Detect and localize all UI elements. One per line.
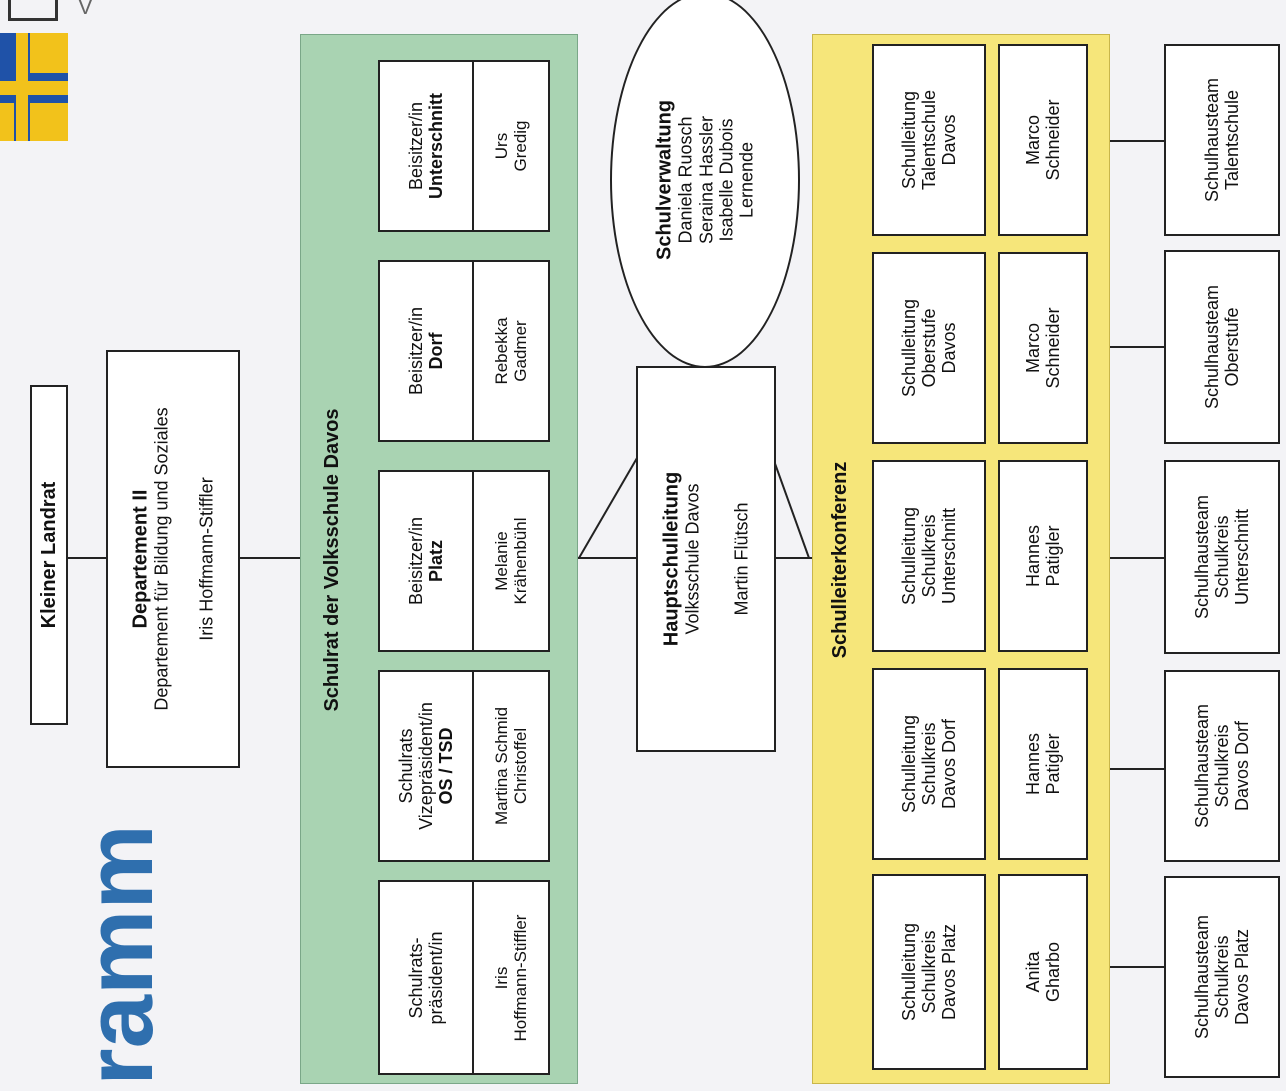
schulverwaltung-title: Schulverwaltung bbox=[653, 99, 676, 261]
schulrat-member-person: Rebekka Gadmer bbox=[491, 317, 530, 385]
connector-line bbox=[238, 557, 300, 559]
konferenz-title-wrap: Schulleiterkonferenz bbox=[814, 100, 866, 1020]
header-fragment: V bbox=[78, 0, 93, 19]
schulleitung-label: Schulleitung Schulkreis Davos Dorf bbox=[898, 714, 960, 814]
title-fragment-wrap: ramm bbox=[60, 820, 180, 1090]
schulhausteam-label: Schulhausteam Schulkreis Davos Dorf bbox=[1191, 703, 1253, 829]
schulleitung-person: Marco Schneider bbox=[1022, 307, 1063, 389]
logo-box-fragment bbox=[8, 0, 58, 21]
schulverwaltung-person: Lernende bbox=[736, 141, 757, 219]
schulleitung-person-box: Hannes Patigler bbox=[998, 668, 1088, 860]
schulhausteam-box: Schulhausteam Schulkreis Davos Platz bbox=[1164, 876, 1280, 1078]
connector-line bbox=[1110, 966, 1164, 968]
hauptschulleitung-person: Martin Flütsch bbox=[731, 502, 752, 616]
schulleitung-person-box: Hannes Patigler bbox=[998, 460, 1088, 652]
schulhausteam-box: Schulhausteam Schulkreis Unterschnitt bbox=[1164, 460, 1280, 654]
schulleitung-person: Hannes Patigler bbox=[1022, 732, 1063, 796]
schulleitung-label: Schulleitung Oberstufe Davos bbox=[898, 298, 960, 398]
departement-text: Departement II Departement für Bildung u… bbox=[130, 407, 217, 710]
connector-line bbox=[776, 557, 812, 559]
schulleitung-person-box: Marco Schneider bbox=[998, 44, 1088, 236]
landrat-box: Kleiner Landrat bbox=[30, 385, 68, 725]
schulrat-member-role: Beisitzer/in Dorf bbox=[405, 306, 446, 396]
schulverwaltung-ellipse: Schulverwaltung Daniela Ruosch Seraina H… bbox=[610, 0, 800, 368]
schulrat-member-card: Beisitzer/in Dorf Rebekka Gadmer bbox=[378, 260, 550, 442]
schulleitung-person: Anita Gharbo bbox=[1022, 941, 1063, 1003]
schulhausteam-box: Schulhausteam Schulkreis Davos Dorf bbox=[1164, 670, 1280, 862]
flag-cross-vertical bbox=[16, 33, 28, 141]
schulleitung-person-box: Anita Gharbo bbox=[998, 874, 1088, 1070]
schulleitung-box: Schulleitung Schulkreis Unterschnitt bbox=[872, 460, 986, 652]
schulleitung-label: Schulleitung Schulkreis Unterschnitt bbox=[898, 506, 960, 606]
schulverwaltung-text: Schulverwaltung Daniela Ruosch Seraina H… bbox=[653, 100, 756, 260]
schulverwaltung-person: Seraina Hassler bbox=[696, 115, 717, 245]
schulleitung-box: Schulleitung Schulkreis Davos Dorf bbox=[872, 668, 986, 860]
departement-box: Departement II Departement für Bildung u… bbox=[106, 350, 240, 768]
hauptschulleitung-text: Hauptschulleitung Volksschule Davos Mart… bbox=[661, 472, 752, 646]
departement-person: Iris Hoffmann-Stiffler bbox=[196, 477, 217, 641]
schulhausteam-label: Schulhausteam Talentschule bbox=[1201, 77, 1242, 203]
schulrat-member-role: Beisitzer/in Platz bbox=[405, 516, 446, 606]
flag-icon bbox=[0, 33, 68, 141]
schulhausteam-box: Schulhausteam Oberstufe bbox=[1164, 250, 1280, 444]
schulleitung-person-box: Marco Schneider bbox=[998, 252, 1088, 444]
schulleitung-box: Schulleitung Oberstufe Davos bbox=[872, 252, 986, 444]
flag-quarter bbox=[30, 103, 68, 141]
schulleitung-box: Schulleitung Talentschule Davos bbox=[872, 44, 986, 236]
schulverwaltung-person: Isabelle Dubois bbox=[716, 118, 737, 242]
schulrat-member-role: Schulrats- präsident/in bbox=[405, 930, 446, 1025]
page-title-fragment: ramm bbox=[66, 824, 173, 1086]
schulhausteam-label: Schulhausteam Schulkreis Unterschnitt bbox=[1191, 494, 1253, 620]
schulrat-member-card: Schulrats- präsident/in Iris Hoffmann-St… bbox=[378, 880, 550, 1075]
schulrat-member-person: Urs Gredig bbox=[491, 120, 530, 172]
departement-subtitle: Departement für Bildung und Soziales bbox=[152, 407, 173, 711]
connector-line bbox=[578, 557, 636, 559]
schulrat-member-card: Beisitzer/in Platz Melanie Krähenbühl bbox=[378, 470, 550, 652]
hauptschulleitung-subtitle: Volksschule Davos bbox=[683, 483, 704, 635]
schulrat-member-person: Martina Schmid Christoffel bbox=[491, 706, 530, 826]
schulrat-member-person: Iris Hoffmann-Stiffler bbox=[491, 914, 530, 1041]
schulrat-member-card: Schulrats Vizepräsident/in OS / TSD Mart… bbox=[378, 670, 550, 862]
schulleiterkonferenz-title: Schulleiterkonferenz bbox=[828, 461, 851, 659]
flag-cross-horizontal bbox=[0, 81, 68, 95]
schulrat-member-card: Beisitzer/in Unterschnitt Urs Gredig bbox=[378, 60, 550, 232]
schulverwaltung-person: Daniela Ruosch bbox=[675, 116, 696, 244]
connector-line bbox=[1110, 140, 1164, 142]
schulleitung-label: Schulleitung Schulkreis Davos Platz bbox=[898, 922, 960, 1022]
schulrat-title: Schulrat der Volksschule Davos bbox=[320, 408, 343, 712]
flag-quarter bbox=[30, 33, 68, 73]
schulhausteam-box: Schulhausteam Talentschule bbox=[1164, 44, 1280, 236]
flag-quarter bbox=[0, 103, 14, 141]
connector-line bbox=[66, 557, 108, 559]
connector-line bbox=[1110, 346, 1164, 348]
hauptschulleitung-box: Hauptschulleitung Volksschule Davos Mart… bbox=[636, 366, 776, 752]
connector-line bbox=[1110, 557, 1164, 559]
landrat-label: Kleiner Landrat bbox=[37, 481, 60, 629]
schulrat-member-role: Beisitzer/in Unterschnitt bbox=[405, 92, 446, 200]
schulhausteam-label: Schulhausteam Schulkreis Davos Platz bbox=[1191, 914, 1253, 1040]
schulleitung-label: Schulleitung Talentschule Davos bbox=[898, 89, 960, 191]
schulrat-member-role: Schulrats Vizepräsident/in OS / TSD bbox=[395, 702, 457, 830]
schulleitung-person: Hannes Patigler bbox=[1022, 524, 1063, 588]
schulrat-member-person: Melanie Krähenbühl bbox=[491, 517, 530, 605]
schulhausteam-label: Schulhausteam Oberstufe bbox=[1201, 284, 1242, 410]
schulrat-title-wrap: Schulrat der Volksschule Davos bbox=[302, 100, 362, 1020]
departement-title: Departement II bbox=[129, 489, 152, 629]
schulleitung-box: Schulleitung Schulkreis Davos Platz bbox=[872, 874, 986, 1070]
hauptschulleitung-title: Hauptschulleitung bbox=[660, 471, 683, 647]
schulleitung-person: Marco Schneider bbox=[1022, 99, 1063, 181]
connector-line bbox=[1110, 768, 1164, 770]
